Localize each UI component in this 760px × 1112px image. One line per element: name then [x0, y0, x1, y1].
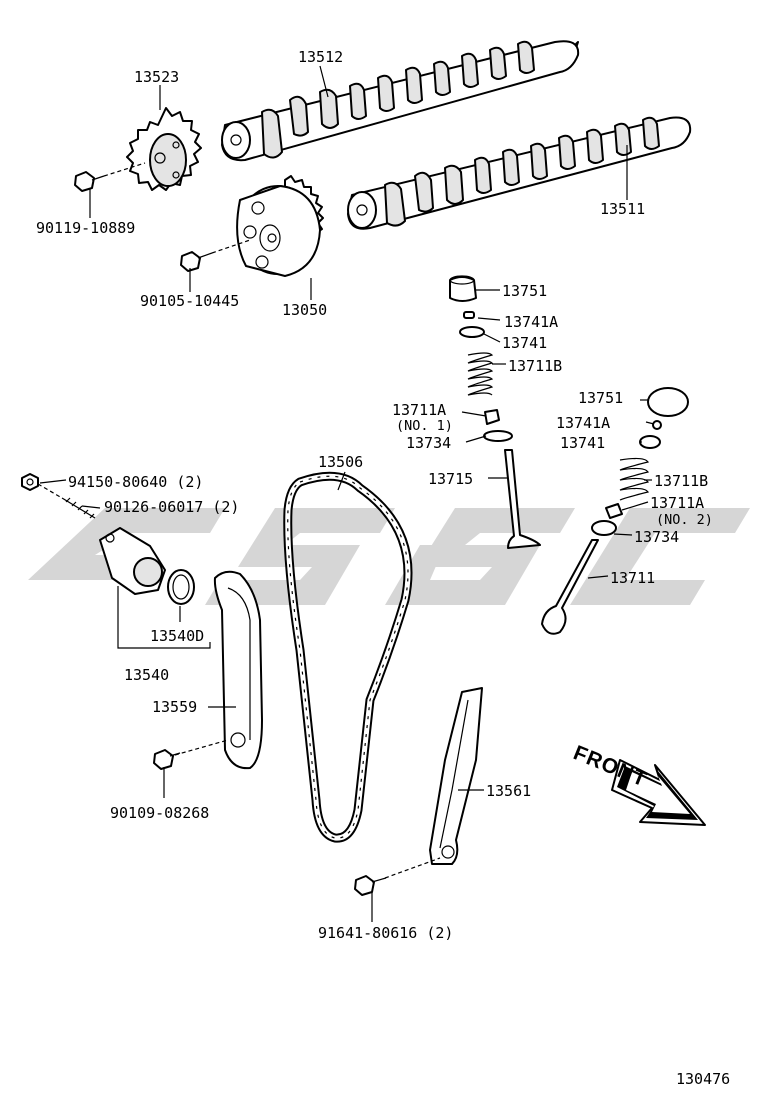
label-13711a-no2-sub: (NO. 2): [656, 512, 713, 528]
label-13711a-no1-sub: (NO. 1): [396, 418, 453, 434]
label-13540: 13540: [124, 666, 169, 684]
label-13711b-a: 13711B: [508, 357, 562, 375]
label-13751-a: 13751: [502, 282, 547, 300]
label-90119-10889: 90119-10889: [36, 219, 135, 237]
watermark-logo: [28, 508, 750, 605]
label-13512: 13512: [298, 48, 343, 66]
valve-train-right: [541, 387, 689, 635]
label-13711a-no2: 13711A: [650, 494, 704, 512]
label-13523: 13523: [134, 68, 179, 86]
label-13741-a: 13741: [502, 334, 547, 352]
camshaft-sprocket-13523: [126, 107, 202, 191]
label-13741-b: 13741: [560, 434, 605, 452]
front-label: FRONT: [570, 741, 650, 791]
label-90109-08268: 90109-08268: [110, 804, 209, 822]
valve-train-left: [449, 275, 541, 549]
label-13751-b: 13751: [578, 389, 623, 407]
label-13561: 13561: [486, 782, 531, 800]
label-90126-06017: 90126-06017 (2): [104, 498, 239, 516]
chain-tensioner-arm-13559: [153, 570, 263, 770]
label-13734-a: 13734: [406, 434, 451, 452]
bolt-90119-10889: [74, 162, 146, 192]
camshaft-13512: [221, 40, 580, 162]
label-13540d: 13540D: [150, 627, 204, 645]
label-13511: 13511: [600, 200, 645, 218]
timing-chain-13506: [283, 471, 413, 843]
leader-lines: [39, 65, 655, 922]
front-arrow-icon: [611, 759, 706, 826]
label-13741a-b: 13741A: [556, 414, 610, 432]
chain-vibration-damper-13561: [354, 687, 483, 896]
cam-timing-gear-13050: [236, 175, 324, 277]
label-13711: 13711: [610, 569, 655, 587]
label-91641-80616: 91641-80616 (2): [318, 924, 453, 942]
bolt-90105-10445: [180, 239, 251, 272]
label-13711a-no1: 13711A: [392, 401, 446, 419]
label-94150-80640: 94150-80640 (2): [68, 473, 203, 491]
label-13559: 13559: [152, 698, 197, 716]
label-13711b-b: 13711B: [654, 472, 708, 490]
label-13741a-a: 13741A: [504, 313, 558, 331]
tensioner-13540: [21, 473, 195, 605]
label-13506: 13506: [318, 453, 363, 471]
label-13050: 13050: [282, 301, 327, 319]
camshaft-13511: [347, 116, 692, 230]
label-13715: 13715: [428, 470, 473, 488]
label-90105-10445: 90105-10445: [140, 292, 239, 310]
label-13734-b: 13734: [634, 528, 679, 546]
figure-number: 130476: [676, 1070, 730, 1088]
